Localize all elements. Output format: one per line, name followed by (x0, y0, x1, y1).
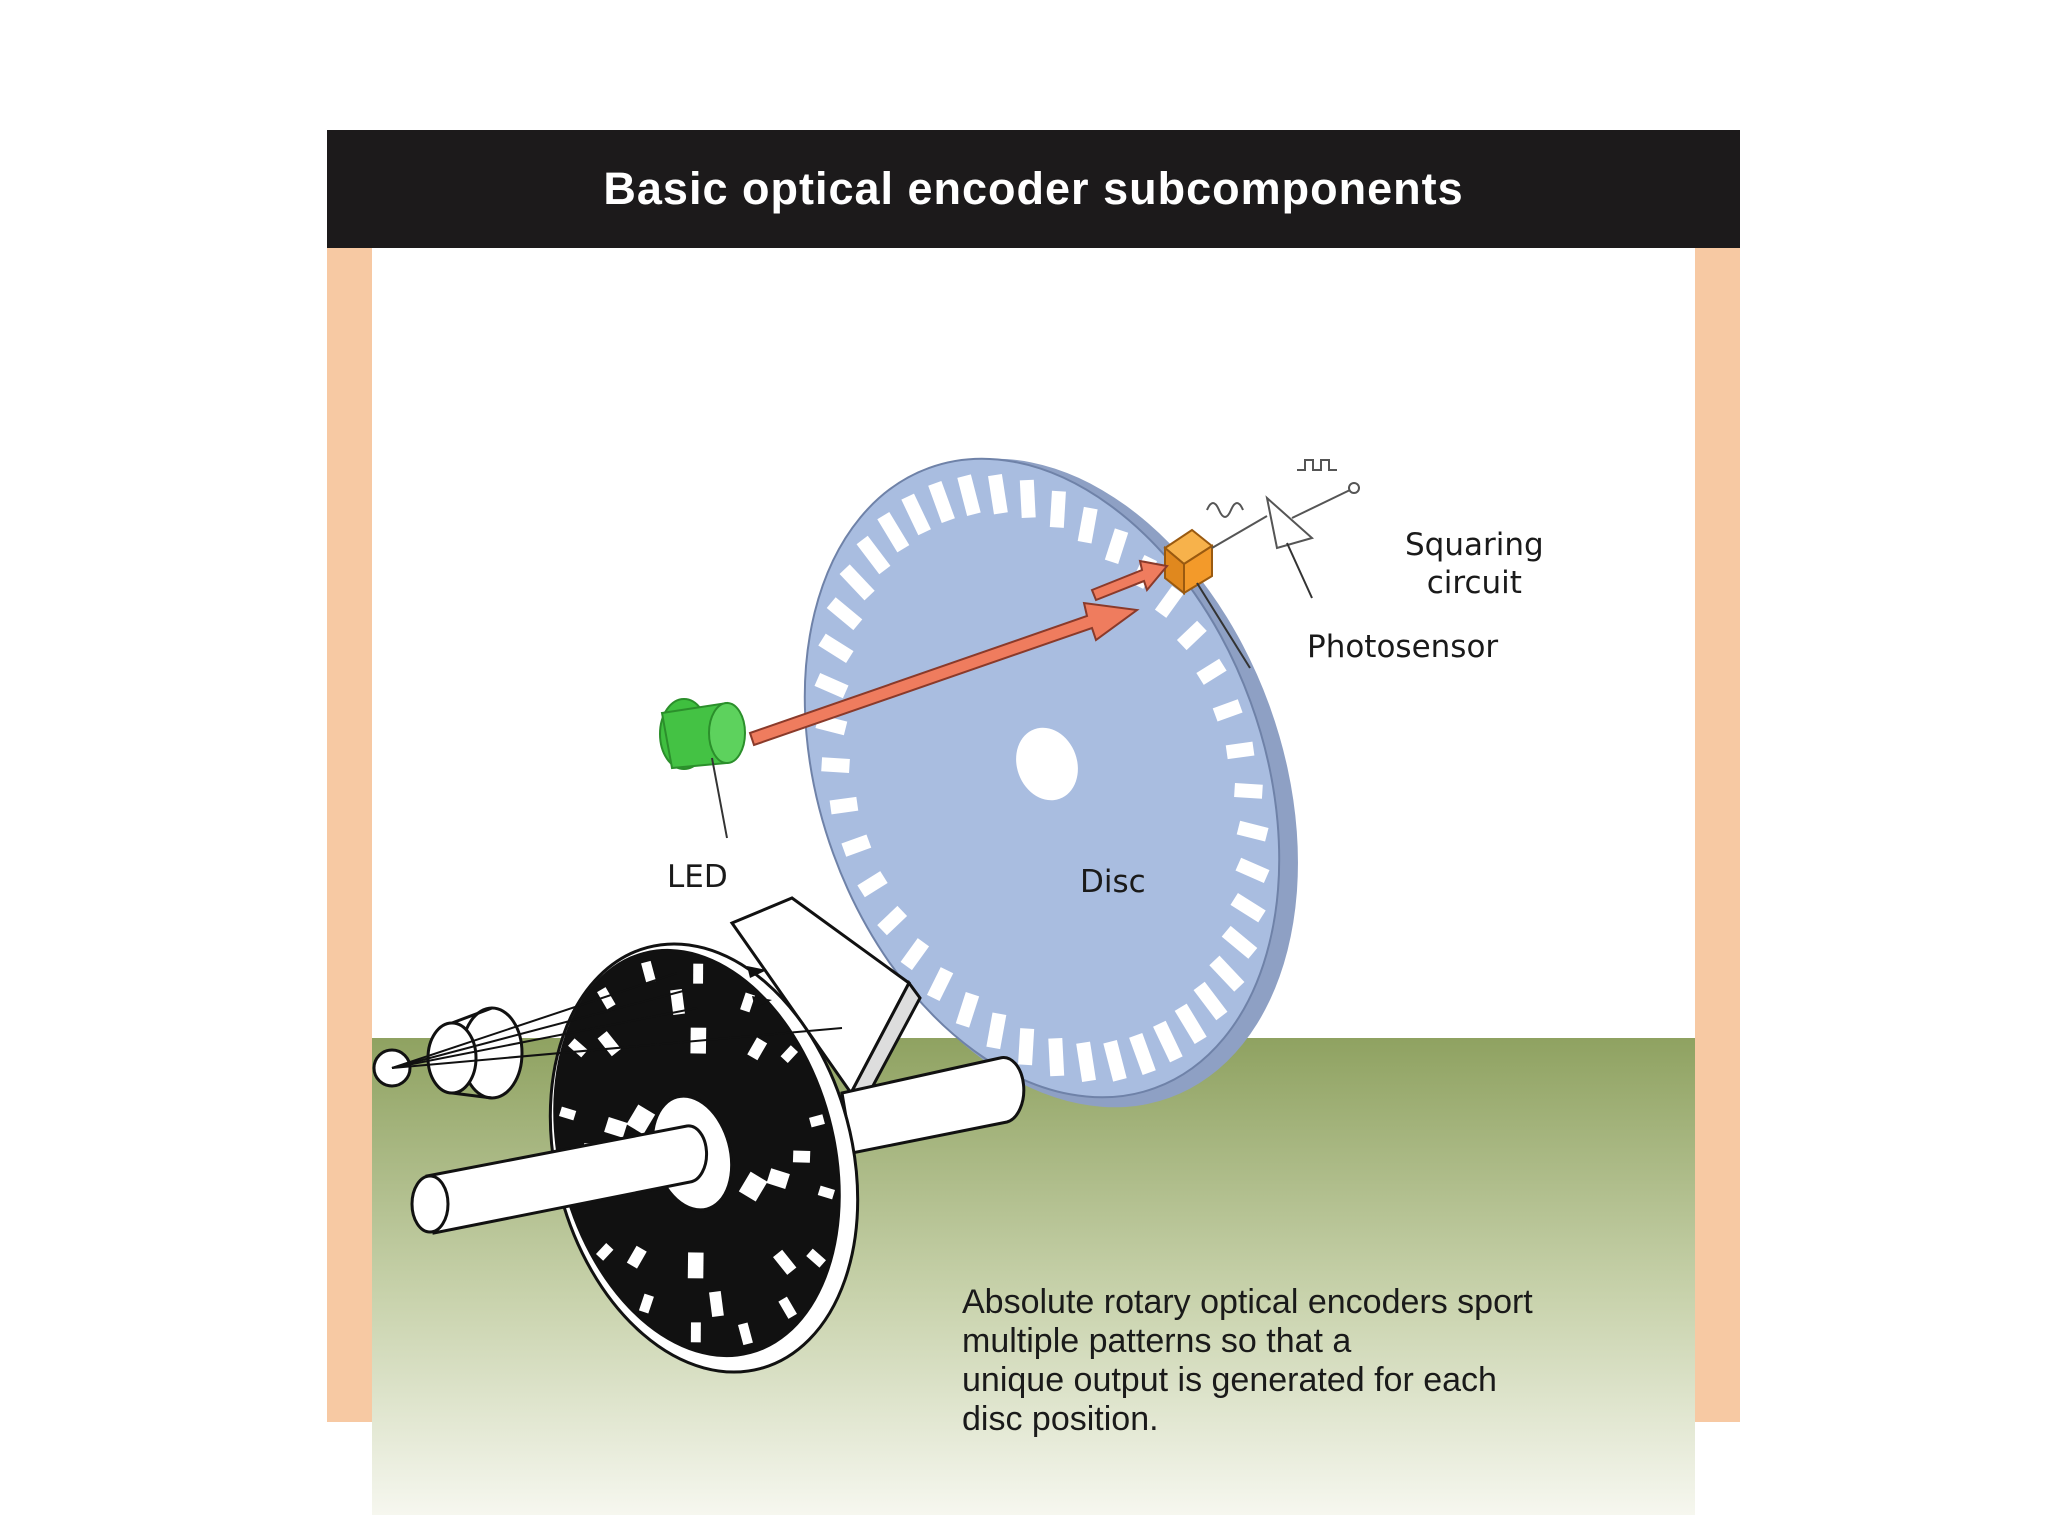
disc-slot (877, 905, 908, 936)
disc-slot (814, 673, 849, 699)
code-segment (817, 1185, 836, 1200)
figure-frame: Basic optical encoder subcomponents (327, 130, 1740, 1515)
figure-title: Basic optical encoder subcomponents (603, 163, 1464, 214)
disc-slot (988, 473, 1008, 515)
disc-slot (957, 474, 981, 517)
code-segment (747, 1037, 768, 1061)
disc-slot (1103, 1039, 1127, 1082)
disc-slot (986, 1012, 1007, 1050)
squaring-circuit-icon (1206, 459, 1360, 599)
squaring-circuit-label: Squaring circuit (1405, 526, 1544, 602)
disc-slot (1154, 585, 1184, 618)
photosensor-leader-line (1196, 582, 1251, 669)
disc-slot (1209, 955, 1245, 992)
disc-label: Disc (1080, 864, 1146, 900)
disc-slot (926, 967, 954, 1002)
disc-slot (955, 992, 980, 1028)
code-segment (740, 992, 756, 1013)
led-leader-line (711, 757, 728, 839)
code-segment (597, 987, 616, 1010)
disc-slot (1225, 741, 1255, 760)
photosensor-label: Photosensor (1307, 629, 1499, 665)
light-beam-arrow (748, 601, 1140, 747)
code-segment (738, 1171, 768, 1202)
disc-slots (814, 473, 1270, 1083)
caption: Absolute rotary optical encoders sport m… (962, 1283, 1682, 1439)
disc-slot (839, 564, 875, 601)
led-icon (659, 698, 746, 839)
disc-slot (900, 938, 930, 971)
disc-slot (1193, 981, 1228, 1021)
disc-slot (901, 493, 931, 536)
code-segment (709, 1290, 724, 1317)
code-segment (597, 1031, 621, 1057)
disc-slot (1235, 857, 1270, 883)
photosensor-arrow (1090, 559, 1169, 602)
caption-line-2: multiple patterns so that a (962, 1322, 1352, 1360)
code-segment (766, 1168, 790, 1189)
disc-slot (857, 871, 888, 898)
disc-slot (1236, 820, 1269, 842)
code-segment (558, 1106, 577, 1121)
disc-slot (1019, 479, 1036, 519)
disc-slot (877, 512, 910, 553)
disc-slot (1104, 528, 1129, 564)
disc-slot (856, 535, 891, 575)
disc-slot (1077, 506, 1098, 544)
led-label: LED (667, 859, 728, 895)
caption-line-1: Absolute rotary optical encoders sport (962, 1283, 1533, 1321)
disc-slot (1049, 490, 1066, 528)
disc-slot (1176, 620, 1207, 651)
disc-slot (1230, 892, 1266, 923)
code-segment (809, 1114, 825, 1128)
encoder-disc (803, 457, 1298, 1108)
disc-slot (841, 834, 872, 857)
disc-slot (1221, 925, 1258, 959)
code-segment (626, 1245, 647, 1269)
disc-slot (826, 597, 863, 631)
disc-slot (928, 481, 955, 524)
photosensor-icon (1090, 528, 1251, 669)
code-segment (737, 1322, 753, 1346)
disc-slot (829, 796, 859, 815)
disc-slot (1018, 1028, 1035, 1066)
disc-slot (1174, 1003, 1207, 1044)
disc-slot (1234, 783, 1263, 799)
title-bar: Basic optical encoder subcomponents (327, 130, 1740, 248)
disc-slot (1048, 1037, 1065, 1077)
disc-slot (1212, 699, 1243, 722)
disc-slot (1196, 658, 1227, 685)
code-segment (638, 1293, 654, 1314)
code-segment (641, 960, 657, 984)
disc-slot (1076, 1041, 1096, 1083)
code-segment (626, 1104, 656, 1135)
caption-line-4: disc position. (962, 1400, 1159, 1438)
code-segment (773, 1249, 797, 1275)
code-segment (670, 989, 685, 1016)
disc-slot (1129, 1032, 1156, 1075)
squaring-label-line1: Squaring (1405, 527, 1544, 563)
code-segment (778, 1296, 797, 1319)
code-segment (595, 1243, 614, 1261)
disc-hub-hole (1016, 727, 1078, 801)
absolute-encoder-illustration (372, 896, 1026, 1374)
code-segment (806, 1248, 826, 1268)
code-segment (604, 1117, 628, 1138)
squaring-label-line2: circuit (1426, 565, 1522, 601)
code-segment (780, 1045, 799, 1063)
disc-slot (818, 633, 854, 664)
caption-line-3: unique output is generated for each (962, 1361, 1497, 1399)
diagram-panel: Squaring circuit Photosensor LED Disc Ab… (372, 248, 1695, 1515)
disc-slot (821, 757, 850, 773)
disc-slot (1153, 1020, 1183, 1063)
code-segment (792, 1150, 811, 1163)
diagram-artwork (372, 248, 1695, 1515)
